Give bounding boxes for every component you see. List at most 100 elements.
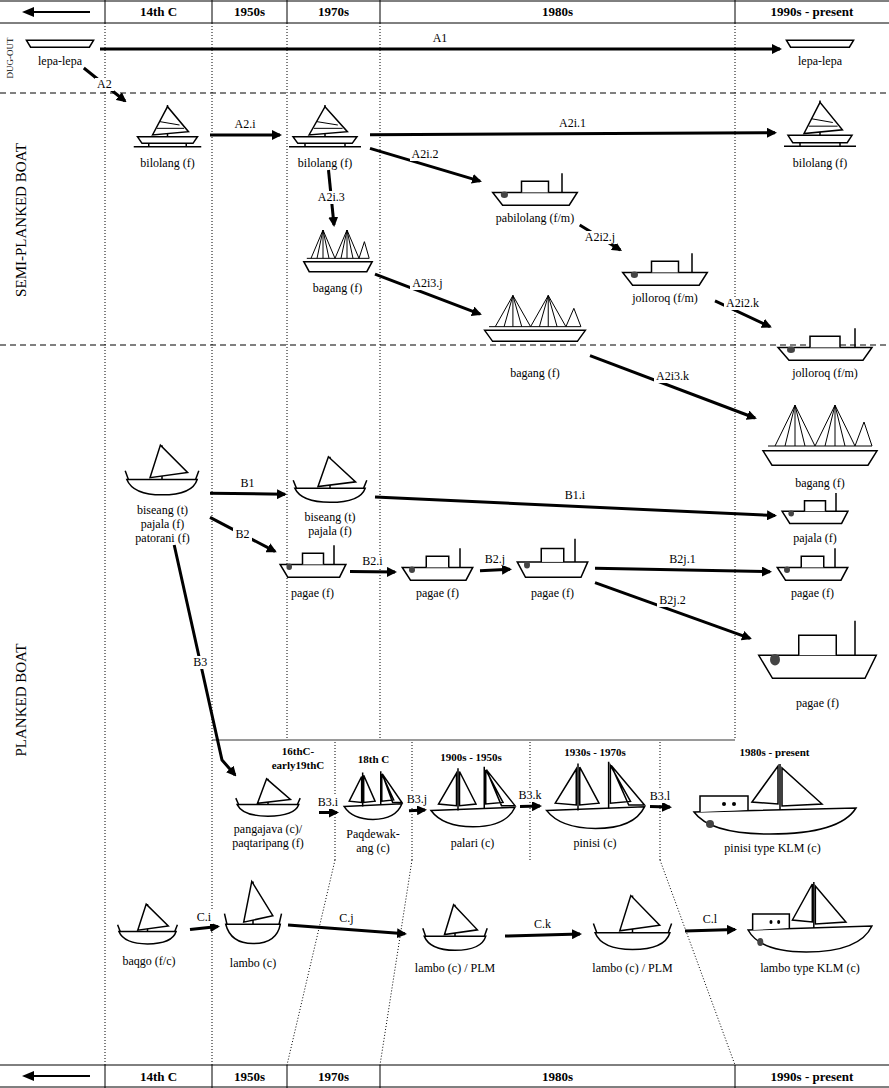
boat-drawing	[485, 296, 586, 342]
boat-node: pagae (f)	[275, 542, 350, 600]
boat-node: pagae (f)	[510, 535, 595, 600]
boat-node: palari (c)	[425, 765, 520, 850]
boat-node: pabilolang (f/m)	[480, 170, 590, 225]
boat-node: pajala (f)	[775, 490, 855, 545]
boat-drawing	[517, 539, 588, 577]
back-arrow	[30, 1075, 90, 1077]
arrow-label: B3.l	[648, 790, 672, 803]
evolution-arrow	[580, 225, 621, 250]
boat-name: pajala (f)	[308, 524, 352, 538]
boat-name: biseang (t)	[305, 510, 356, 524]
evolution-arrow	[370, 133, 775, 135]
evolution-arrow	[319, 811, 337, 814]
boat-node: pangajava (c)/ paqtaripang (f)	[217, 775, 319, 850]
evolution-arrow	[650, 805, 670, 809]
boat-node: Paqdewak- ang (c)	[337, 770, 409, 855]
boat-node: bilolang (f)	[775, 95, 865, 170]
period-header: 1990s - present	[735, 4, 889, 20]
header-dividers	[105, 0, 735, 1088]
arrow-label: A2i.1	[557, 117, 588, 130]
boat-node: pagae (f)	[770, 545, 855, 600]
boat-node: lambo (c)	[218, 875, 288, 970]
period-footer: 1990s - present	[735, 1069, 889, 1085]
header-rule	[0, 1, 889, 2]
boat-name: pangajava (c)/ paqtaripang (f)	[219, 822, 317, 850]
arrow-label: B2j.1	[667, 553, 697, 566]
boat-name: pagae (f)	[416, 586, 459, 600]
boat-node: lepa-lepa	[20, 30, 100, 68]
boat-drawing	[293, 457, 367, 503]
boat-name: pinisi type KLM (c)	[724, 841, 820, 855]
boat-name: patorani (f)	[135, 531, 189, 545]
arrow-label: B3.i	[316, 796, 340, 809]
sub-period-label: 1980s - present	[660, 745, 889, 759]
boat-drawing	[748, 882, 872, 952]
period-footer: 1950s	[212, 1069, 287, 1085]
boat-drawing	[431, 767, 515, 827]
boat-drawing	[759, 621, 877, 679]
arrow-label: C.l	[701, 913, 719, 926]
boat-drawing	[402, 548, 473, 580]
region-rule	[212, 740, 735, 741]
arrow-label: A2i3.k	[654, 370, 691, 383]
boat-drawing	[778, 328, 872, 360]
boat-drawing	[547, 762, 645, 829]
evolution-arrow	[210, 493, 285, 494]
period-footer: 14th C	[105, 1069, 212, 1085]
boat-drawing	[224, 881, 281, 943]
boat-name: pagae (f)	[791, 586, 834, 600]
boat-name: bagang (f)	[795, 476, 845, 490]
boat-drawing	[763, 405, 877, 465]
period-dividers	[105, 23, 735, 1065]
evolution-arrow	[370, 148, 480, 181]
boat-name: pagae (f)	[531, 586, 574, 600]
sub-period-label: 16thC- early19thC	[262, 744, 334, 772]
boat-name: lepa-lepa	[798, 54, 842, 68]
boat-node: baqgo (f/c)	[108, 900, 190, 968]
period-footer: 1980s	[380, 1069, 735, 1085]
back-arrow-head	[22, 7, 34, 17]
sub-period-label: 1930s - 1970s	[530, 745, 660, 759]
category-dividers	[0, 93, 889, 345]
arrow-label: B1	[238, 477, 256, 490]
boat-drawing	[125, 445, 199, 495]
evolution-arrow	[685, 930, 735, 931]
boat-name: lambo type KLM (c)	[760, 961, 860, 975]
row-label: SEMI-PLANKED BOAT	[12, 100, 32, 340]
arrow-label: B1.i	[563, 489, 587, 502]
boat-name: jolloroq (f/m)	[632, 291, 698, 305]
boat-drawing	[134, 105, 202, 147]
boat-drawing	[623, 253, 708, 285]
boat-name: bilolang (f)	[298, 156, 352, 170]
boat-name: lambo (c) / PLM	[415, 961, 495, 975]
boat-drawing	[280, 545, 346, 577]
arrow-label: C.i	[195, 911, 213, 924]
arrow-label: A2	[95, 78, 114, 91]
arrow-label: A2.i	[233, 118, 258, 131]
evolution-arrow	[409, 808, 425, 812]
boat-name: lepa-lepa	[38, 54, 82, 68]
evolution-arrow	[174, 545, 235, 775]
back-arrow	[30, 11, 90, 13]
footer-rule	[0, 1065, 889, 1066]
boat-node: biseang (t)pajala (f)	[285, 452, 375, 538]
boat-name: pabilolang (f/m)	[496, 211, 574, 225]
evolution-arrow	[520, 805, 540, 808]
sub-period-label: 1900s - 1950s	[412, 750, 530, 764]
footer-rule	[0, 1087, 889, 1088]
boat-node: bagang (f)	[300, 225, 375, 295]
boat-node: lambo type KLM (c)	[735, 880, 885, 975]
boat-drawings	[26, 40, 877, 952]
arrow-label: A2i.2	[410, 148, 441, 161]
boat-drawing	[786, 40, 853, 47]
sub-period-label: 18th C	[335, 752, 412, 766]
boat-name: biseang (t)	[137, 503, 188, 517]
arrow-label: A2i2.k	[724, 297, 761, 310]
evolution-arrow	[288, 925, 405, 934]
boat-drawing	[694, 764, 856, 834]
boat-name: bagang (f)	[313, 281, 363, 295]
evolution-arrow	[375, 274, 480, 314]
boat-drawing	[344, 771, 402, 819]
boat-drawing	[782, 493, 848, 523]
